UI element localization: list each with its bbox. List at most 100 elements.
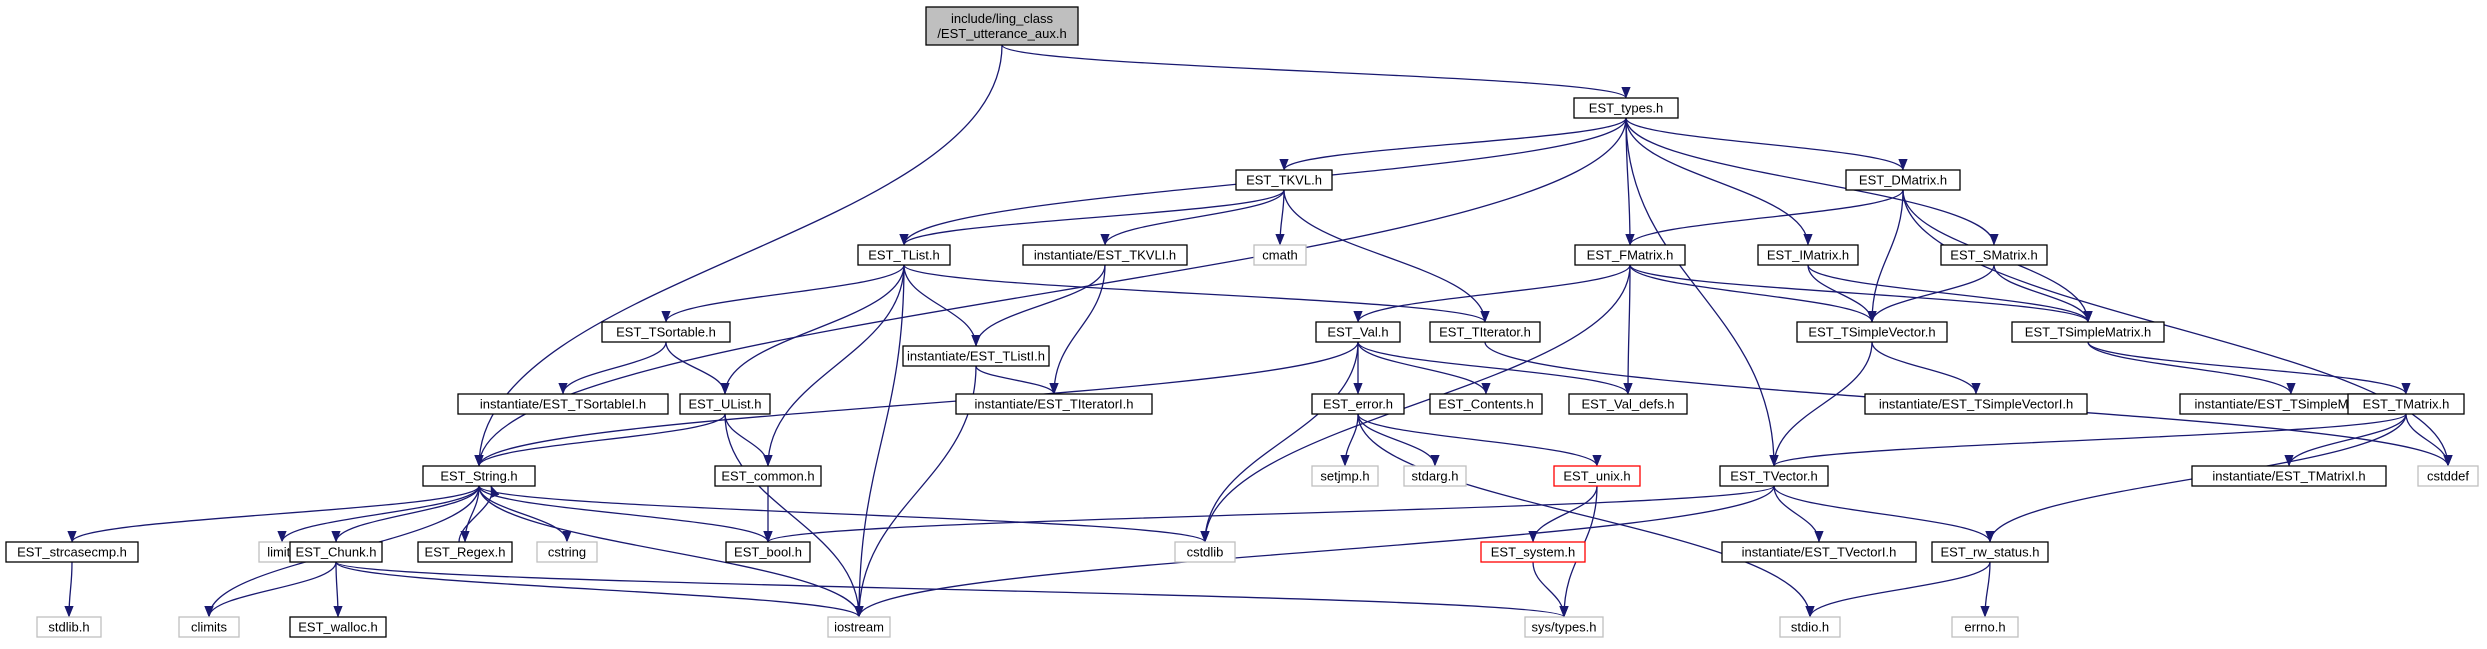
node-tvectori[interactable]: instantiate/EST_TVectorI.h bbox=[1721, 541, 1917, 563]
node-string[interactable]: EST_String.h bbox=[422, 465, 536, 487]
node-tkvli[interactable]: instantiate/EST_TKVLI.h bbox=[1022, 244, 1188, 266]
node-imatrix[interactable]: EST_IMatrix.h bbox=[1757, 244, 1859, 266]
edge-ulist-to-iostream bbox=[724, 413, 864, 618]
edge-tkvl-to-tlist bbox=[899, 189, 1285, 246]
edge-tkvli-to-tlisti bbox=[971, 264, 1106, 347]
node-types[interactable]: EST_types.h bbox=[1573, 97, 1679, 119]
node-system[interactable]: EST_system.h bbox=[1480, 541, 1586, 563]
edge-types-to-tvector bbox=[1625, 117, 1779, 467]
node-box-stdlib bbox=[36, 616, 102, 638]
node-stdarg: stdarg.h bbox=[1403, 465, 1467, 487]
node-smatrix[interactable]: EST_SMatrix.h bbox=[1940, 244, 2048, 266]
edge-tmatrix-to-cstddef bbox=[2405, 413, 2453, 467]
edge-string-to-limits bbox=[277, 485, 480, 543]
edge-rwstatus-to-stdio bbox=[1805, 561, 1991, 618]
node-tmatrix[interactable]: EST_TMatrix.h bbox=[2347, 393, 2465, 415]
node-val[interactable]: EST_Val.h bbox=[1315, 321, 1401, 343]
edge-tsimplematrix-to-tsimplematrixi bbox=[2087, 341, 2296, 395]
edge-string-to-cstdlib bbox=[478, 485, 1210, 543]
node-label-tmatrix: EST_TMatrix.h bbox=[2363, 397, 2450, 412]
node-label-tsimplematrix: EST_TSimpleMatrix.h bbox=[2025, 325, 2151, 340]
node-strcasecmp[interactable]: EST_strcasecmp.h bbox=[5, 541, 139, 563]
node-ulist[interactable]: EST_UList.h bbox=[679, 393, 771, 415]
node-label-tsortable: EST_TSortable.h bbox=[616, 325, 716, 340]
node-label-stdlib: stdlib.h bbox=[48, 620, 89, 635]
node-rwstatus[interactable]: EST_rw_status.h bbox=[1931, 541, 2049, 563]
edge-types-to-tkvl bbox=[1279, 117, 1627, 171]
node-chunk[interactable]: EST_Chunk.h bbox=[289, 541, 383, 563]
node-box-stdio bbox=[1779, 616, 1841, 638]
edge-fmatrix-to-tsimplematrix bbox=[1629, 264, 2093, 323]
edge-fmatrix-to-valdefs bbox=[1623, 264, 1633, 395]
node-regex[interactable]: EST_Regex.h bbox=[417, 541, 513, 563]
edge-chunk-to-walloc bbox=[333, 561, 343, 618]
node-label-bool: EST_bool.h bbox=[734, 545, 802, 560]
node-label-tsortablei: instantiate/EST_TSortableI.h bbox=[480, 397, 646, 412]
node-dmatrix[interactable]: EST_DMatrix.h bbox=[1845, 169, 1961, 191]
edge-imatrix-to-tsimplematrix bbox=[1807, 264, 2093, 323]
edge-tlisti-to-titeratori bbox=[975, 365, 1059, 395]
node-box-valdefs bbox=[1568, 393, 1688, 415]
edge-chunk-to-systypes bbox=[335, 561, 1569, 618]
node-box-tkvl bbox=[1235, 169, 1333, 191]
edge-tvector-to-bool bbox=[763, 485, 1775, 543]
node-valdefs[interactable]: EST_Val_defs.h bbox=[1568, 393, 1688, 415]
node-label-tkvl: EST_TKVL.h bbox=[1246, 173, 1322, 188]
node-label-stdio: stdio.h bbox=[1791, 620, 1829, 635]
node-tsortable[interactable]: EST_TSortable.h bbox=[601, 321, 731, 343]
edge-ulist-to-string bbox=[474, 413, 726, 467]
node-error[interactable]: EST_error.h bbox=[1311, 393, 1405, 415]
node-contents[interactable]: EST_Contents.h bbox=[1429, 393, 1543, 415]
node-box-rwstatus bbox=[1931, 541, 2049, 563]
edge-fmatrix-to-cstdlib bbox=[1200, 264, 1631, 543]
node-titerator[interactable]: EST_TIterator.h bbox=[1429, 321, 1541, 343]
node-label-cstring: cstring bbox=[548, 545, 586, 560]
edge-dmatrix-to-tsimplevector bbox=[1867, 189, 1904, 323]
node-common[interactable]: EST_common.h bbox=[714, 465, 822, 487]
node-tkvl[interactable]: EST_TKVL.h bbox=[1235, 169, 1333, 191]
node-tsimplematrix[interactable]: EST_TSimpleMatrix.h bbox=[2011, 321, 2165, 343]
node-box-tvector bbox=[1719, 465, 1829, 487]
node-tmatrixi[interactable]: instantiate/EST_TMatrixI.h bbox=[2191, 465, 2387, 487]
node-unix[interactable]: EST_unix.h bbox=[1553, 465, 1641, 487]
node-fmatrix[interactable]: EST_FMatrix.h bbox=[1574, 244, 1686, 266]
node-root[interactable]: include/ling_class/EST_utterance_aux.h bbox=[925, 6, 1079, 46]
node-box-strcasecmp bbox=[5, 541, 139, 563]
node-tsimplematrixi[interactable]: instantiate/EST_TSimpleMatrixI.h bbox=[2179, 393, 2403, 415]
node-tlist[interactable]: EST_TList.h bbox=[857, 244, 951, 266]
node-box-chunk bbox=[289, 541, 383, 563]
edge-tsortable-to-tsortablei bbox=[558, 341, 667, 395]
edge-string-to-strcasecmp bbox=[67, 485, 480, 543]
node-label-climits: climits bbox=[191, 620, 228, 635]
node-climits: climits bbox=[178, 616, 240, 638]
node-tvector[interactable]: EST_TVector.h bbox=[1719, 465, 1829, 487]
node-box-dmatrix bbox=[1845, 169, 1961, 191]
node-label-errno: errno.h bbox=[1964, 620, 2005, 635]
node-box-smatrix bbox=[1940, 244, 2048, 266]
node-box-tlisti bbox=[902, 345, 1050, 367]
node-setjmp: setjmp.h bbox=[1311, 465, 1379, 487]
edge-error-to-setjmp bbox=[1340, 413, 1359, 467]
edge-tvector-to-rwstatus bbox=[1773, 485, 1995, 543]
node-tsimplevector[interactable]: EST_TSimpleVector.h bbox=[1796, 321, 1948, 343]
node-walloc[interactable]: EST_walloc.h bbox=[289, 616, 387, 638]
node-titeratori[interactable]: instantiate/EST_TIteratorI.h bbox=[955, 393, 1153, 415]
node-tsortablei[interactable]: instantiate/EST_TSortableI.h bbox=[457, 393, 669, 415]
node-label-titeratori: instantiate/EST_TIteratorI.h bbox=[975, 397, 1134, 412]
node-label-tsimplematrixi: instantiate/EST_TSimpleMatrixI.h bbox=[2195, 397, 2388, 412]
node-label-strcasecmp: EST_strcasecmp.h bbox=[17, 545, 127, 560]
node-tsimplevectori[interactable]: instantiate/EST_TSimpleVectorI.h bbox=[1864, 393, 2088, 415]
node-box-system bbox=[1480, 541, 1586, 563]
node-tlisti[interactable]: instantiate/EST_TListI.h bbox=[902, 345, 1050, 367]
node-bool[interactable]: EST_bool.h bbox=[725, 541, 811, 563]
edge-fmatrix-to-tsimplevector bbox=[1629, 264, 1877, 323]
edge-string-to-chunk bbox=[331, 485, 480, 543]
node-label-tvectori: instantiate/EST_TVectorI.h bbox=[1742, 545, 1897, 560]
edge-tsimplematrix-to-tmatrix bbox=[2087, 341, 2411, 395]
node-label-tsimplevectori: instantiate/EST_TSimpleVectorI.h bbox=[1879, 397, 2073, 412]
node-box-stdarg bbox=[1403, 465, 1467, 487]
edge-chunk-to-iostream bbox=[335, 561, 864, 618]
edge-smatrix-to-tsimplematrix bbox=[1993, 264, 2093, 323]
edge-smatrix-to-tsimplevector bbox=[1867, 264, 1995, 323]
